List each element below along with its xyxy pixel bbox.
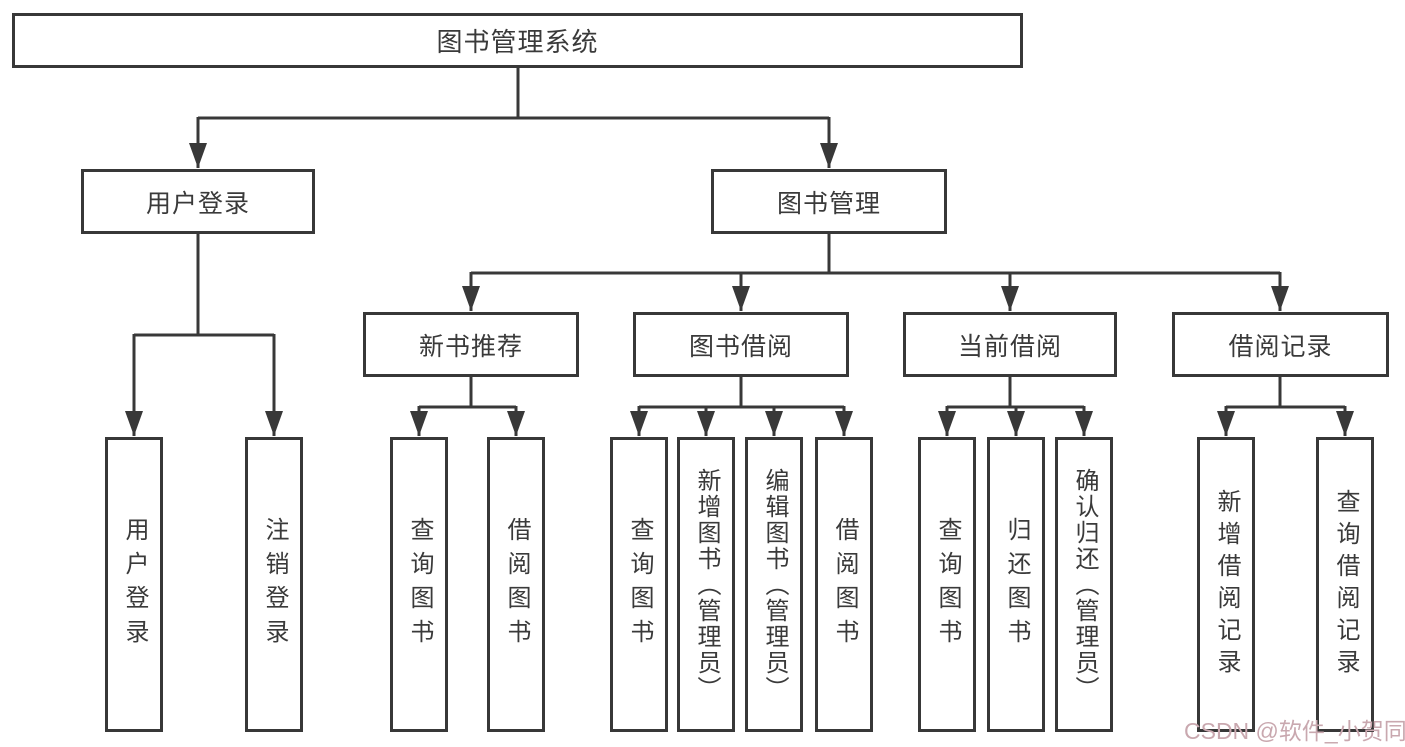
node-user-login-label: 用户登录	[145, 189, 250, 218]
node-book-management: 图书管理	[711, 169, 947, 234]
node-current-borrow-label: 当前借阅	[957, 332, 1062, 361]
leaf-add-borrow-record-label: 新增借阅记录	[1213, 488, 1240, 681]
leaf-return-books-label: 归还图书	[1003, 516, 1030, 653]
connector-current-borrow-to-leaves	[938, 377, 1093, 436]
node-book-management-label: 图书管理	[776, 189, 881, 218]
leaf-query-borrow-record-label: 查询借阅记录	[1332, 488, 1359, 681]
csdn-watermark: CSDN @软件_小贺同学	[1184, 718, 1405, 744]
leaf-edit-books-admin: 编辑图书（管理员）	[745, 437, 803, 732]
node-borrow-records: 借阅记录	[1172, 312, 1389, 377]
leaf-confirm-return-admin: 确认归还（管理员）	[1055, 437, 1113, 732]
node-book-borrow: 图书借阅	[633, 312, 849, 377]
leaf-query-books-3: 查询图书	[918, 437, 976, 732]
connector-user-login-to-leaves	[125, 234, 283, 436]
connector-root-to-level2	[189, 68, 838, 168]
leaf-edit-books-admin-label: 编辑图书（管理员）	[761, 467, 788, 702]
node-borrow-records-label: 借阅记录	[1228, 332, 1333, 361]
leaf-borrow-books-2-label: 借阅图书	[831, 516, 858, 653]
leaf-add-books-admin-label: 新增图书（管理员）	[693, 467, 720, 702]
leaf-add-books-admin: 新增图书（管理员）	[677, 437, 735, 732]
leaf-logout: 注销登录	[245, 437, 303, 732]
connector-book-borrow-to-leaves	[630, 377, 853, 436]
node-new-book-recommend: 新书推荐	[363, 312, 579, 377]
leaf-user-login-label: 用户登录	[121, 516, 148, 653]
leaf-query-books-3-label: 查询图书	[934, 516, 961, 653]
leaf-query-books-1-label: 查询图书	[406, 516, 433, 653]
connector-book-management-to-level3	[462, 234, 1289, 311]
connector-new-book-to-leaves	[410, 377, 525, 436]
node-root-label: 图书管理系统	[436, 27, 599, 57]
leaf-confirm-return-admin-label: 确认归还（管理员）	[1071, 467, 1098, 702]
leaf-query-borrow-record: 查询借阅记录	[1316, 437, 1374, 732]
leaf-user-login: 用户登录	[105, 437, 163, 732]
leaf-add-borrow-record: 新增借阅记录	[1197, 437, 1255, 732]
leaf-borrow-books-2: 借阅图书	[815, 437, 873, 732]
node-user-login: 用户登录	[81, 169, 315, 234]
leaf-borrow-books-1-label: 借阅图书	[503, 516, 530, 653]
node-current-borrow: 当前借阅	[903, 312, 1117, 377]
node-book-borrow-label: 图书借阅	[688, 332, 793, 361]
node-root-system: 图书管理系统	[12, 13, 1023, 68]
leaf-borrow-books-1: 借阅图书	[487, 437, 545, 732]
leaf-return-books: 归还图书	[987, 437, 1045, 732]
leaf-query-books-2: 查询图书	[610, 437, 668, 732]
connector-borrow-records-to-leaves	[1217, 377, 1354, 436]
leaf-query-books-2-label: 查询图书	[626, 516, 653, 653]
leaf-logout-label: 注销登录	[261, 516, 288, 653]
leaf-query-books-1: 查询图书	[390, 437, 448, 732]
node-new-book-recommend-label: 新书推荐	[418, 332, 523, 361]
